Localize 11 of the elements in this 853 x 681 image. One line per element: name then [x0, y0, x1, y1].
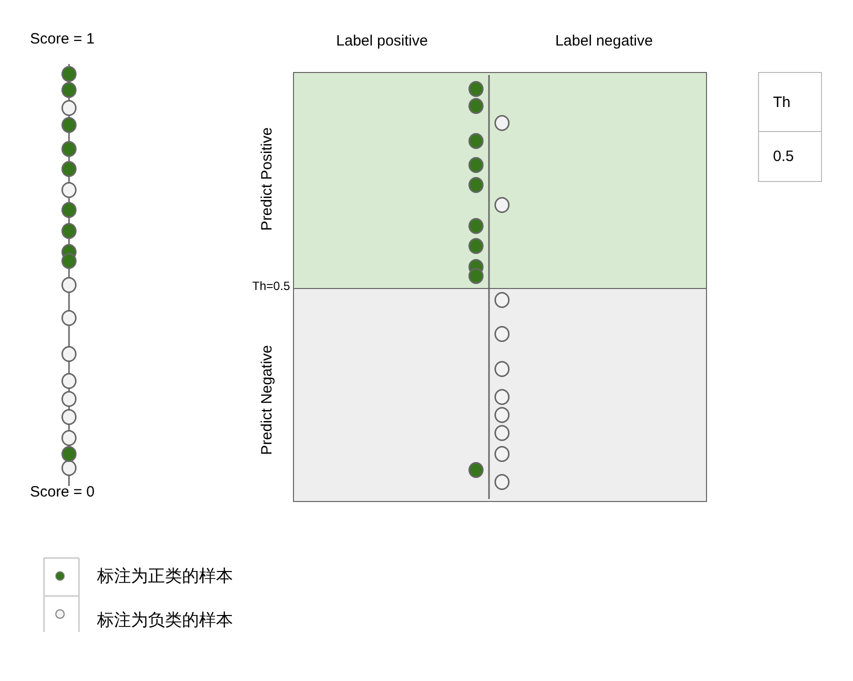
legend-label: 标注为正类的样本	[97, 568, 233, 584]
threshold-label: Th=0.5	[252, 280, 290, 292]
table-cell: 0.5	[758, 131, 822, 182]
column-label: Label negative	[555, 34, 653, 48]
row-label: Predict Negative	[260, 344, 274, 456]
column-label: Label positive	[336, 34, 428, 48]
score-label: Score = 1	[30, 32, 95, 46]
table-cell: Th	[758, 72, 822, 132]
row-label: Predict Positive	[260, 127, 274, 231]
legend-label: 标注为负类的样本	[97, 612, 233, 628]
score-label: Score = 0	[30, 484, 95, 500]
